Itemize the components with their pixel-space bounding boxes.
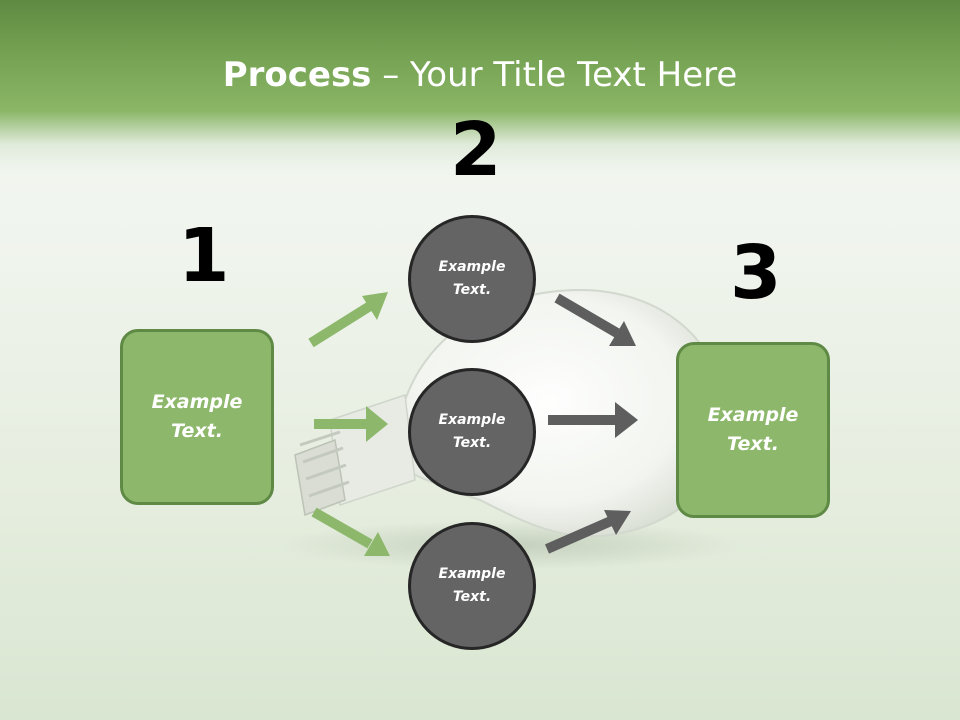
header-band [0,0,960,170]
slide-title: Process – Your Title Text Here [0,52,960,98]
process-circle-top-text: Example Text. [438,259,506,298]
arrow-input-to-top-icon [308,292,388,348]
arrow-bottom-to-output-icon [544,510,631,554]
output-box-text: Example Text. [707,404,799,455]
process-circle-middle-text: Example Text. [438,412,506,451]
process-circle-middle: Example Text. [408,368,536,496]
step-number-2: 2 [450,107,502,193]
process-circle-bottom: Example Text. [408,522,536,650]
step-number-3: 3 [730,230,782,316]
arrow-top-to-output-icon [554,293,636,346]
title-rest: – Your Title Text Here [371,55,738,95]
arrow-input-to-bottom-icon [311,507,390,556]
step-number-1: 1 [178,213,230,299]
input-box-text: Example Text. [151,391,243,442]
input-box: Example Text. [120,329,274,505]
arrow-middle-to-output-icon [548,402,638,438]
title-bold: Process [222,55,372,95]
process-circle-top: Example Text. [408,215,536,343]
process-circle-bottom-text: Example Text. [438,566,506,605]
output-box: Example Text. [676,342,830,518]
arrow-input-to-middle-icon [314,406,388,442]
